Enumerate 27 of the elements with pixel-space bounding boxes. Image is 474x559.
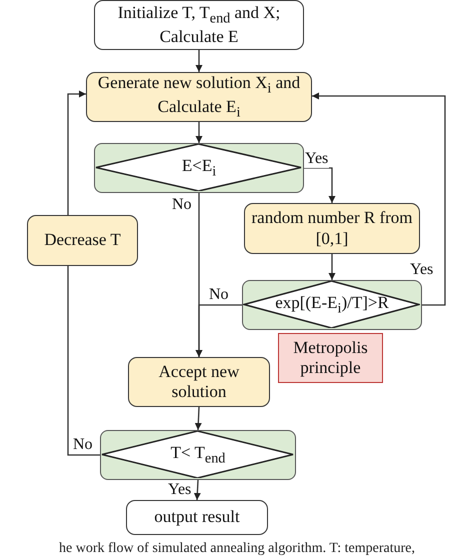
arrow bbox=[312, 92, 446, 306]
end-box bbox=[126, 500, 268, 535]
edge-label: Yes bbox=[304, 150, 330, 168]
arrow bbox=[196, 50, 202, 72]
process-box bbox=[128, 357, 270, 407]
node-text: Accept new solution bbox=[158, 362, 240, 402]
node-text: output result bbox=[153, 507, 241, 528]
arrow bbox=[196, 122, 202, 143]
arrow bbox=[194, 406, 202, 430]
arrow bbox=[328, 254, 336, 280]
start-box bbox=[94, 0, 304, 50]
node-text: Metropolis principle bbox=[292, 338, 369, 378]
arrow bbox=[196, 304, 242, 357]
node-text: Decrease T bbox=[43, 230, 122, 251]
node-text: exp[(E-E$_{i}$)/T]>R bbox=[274, 292, 390, 318]
arrow bbox=[194, 480, 201, 500]
process-box bbox=[27, 215, 138, 266]
process-box bbox=[244, 203, 420, 254]
arrow bbox=[67, 90, 86, 215]
node-text: Initialize T, T$_{end}$ and X; Calculate E bbox=[116, 2, 282, 48]
caption: he work flow of simulated annealing algorithm. T: temperature, bbox=[58, 541, 416, 557]
node-text: Generate new solution X$_{i}$ and Calculate E$_{i}$ bbox=[96, 72, 302, 122]
node-text: T< T$_{end}$ bbox=[170, 442, 226, 468]
arrow bbox=[304, 167, 336, 203]
node-text: random number R from [0,1] bbox=[250, 208, 414, 249]
note-box bbox=[278, 333, 383, 383]
node-text: E<E$_{i}$ bbox=[180, 156, 218, 180]
